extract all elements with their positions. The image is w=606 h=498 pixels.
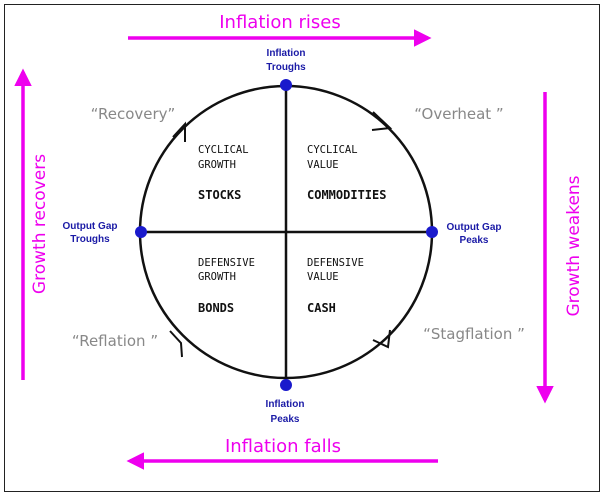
output-gap-peaks-label-line2: Peaks (460, 235, 489, 246)
inflation-peaks-label-line2: Peaks (271, 414, 300, 425)
recovery-arrowhead (172, 121, 186, 142)
inflation-peaks-label-line1: Inflation (266, 399, 305, 410)
diagram-frame (4, 4, 600, 492)
top-left-quadrant-line1: CYCLICAL (198, 144, 249, 156)
output-gap-peaks-point (426, 226, 438, 238)
top-left-quadrant-line2: GROWTH (198, 159, 236, 171)
overheat-arrowhead (371, 111, 393, 131)
inflation-rises-label: Inflation rises (219, 12, 341, 33)
top-right-quadrant-line1: CYCLICAL (307, 144, 358, 156)
output-gap-troughs-label-line2: Troughs (70, 234, 110, 245)
growth-weakens-label: Growth weakens (564, 175, 584, 316)
reflation-phase-label: “Reflation ” (72, 332, 158, 350)
reflation-arrowhead (169, 330, 183, 358)
bottom-left-quadrant-line2: GROWTH (198, 271, 236, 283)
bottom-left-quadrant-line1: DEFENSIVE (198, 257, 255, 269)
inflation-peaks-point (280, 379, 292, 391)
inflation-troughs-point (280, 79, 292, 91)
recovery-phase-label: “Recovery” (91, 105, 176, 123)
bottom-left-quadrant-asset: BONDS (198, 301, 234, 315)
bottom-right-quadrant-asset: CASH (307, 301, 336, 315)
output-gap-peaks-label-line1: Output Gap (447, 222, 502, 233)
bottom-right-quadrant-line1: DEFENSIVE (307, 257, 364, 269)
top-left-quadrant-asset: STOCKS (198, 188, 241, 202)
stagflation-arrowhead (372, 329, 391, 349)
bottom-right-quadrant-line2: VALUE (307, 271, 339, 283)
top-right-quadrant-line2: VALUE (307, 159, 339, 171)
top-right-quadrant-asset: COMMODITIES (307, 188, 386, 202)
output-gap-troughs-point (135, 226, 147, 238)
inflation-troughs-label-line1: Inflation (267, 48, 306, 59)
stagflation-phase-label: “Stagflation ” (423, 325, 525, 343)
growth-recovers-label: Growth recovers (30, 154, 50, 294)
inflation-falls-label: Inflation falls (225, 436, 341, 457)
overheat-phase-label: “Overheat ” (414, 105, 503, 123)
output-gap-troughs-label-line1: Output Gap (63, 221, 118, 232)
inflation-troughs-label-line2: Troughs (266, 62, 306, 73)
